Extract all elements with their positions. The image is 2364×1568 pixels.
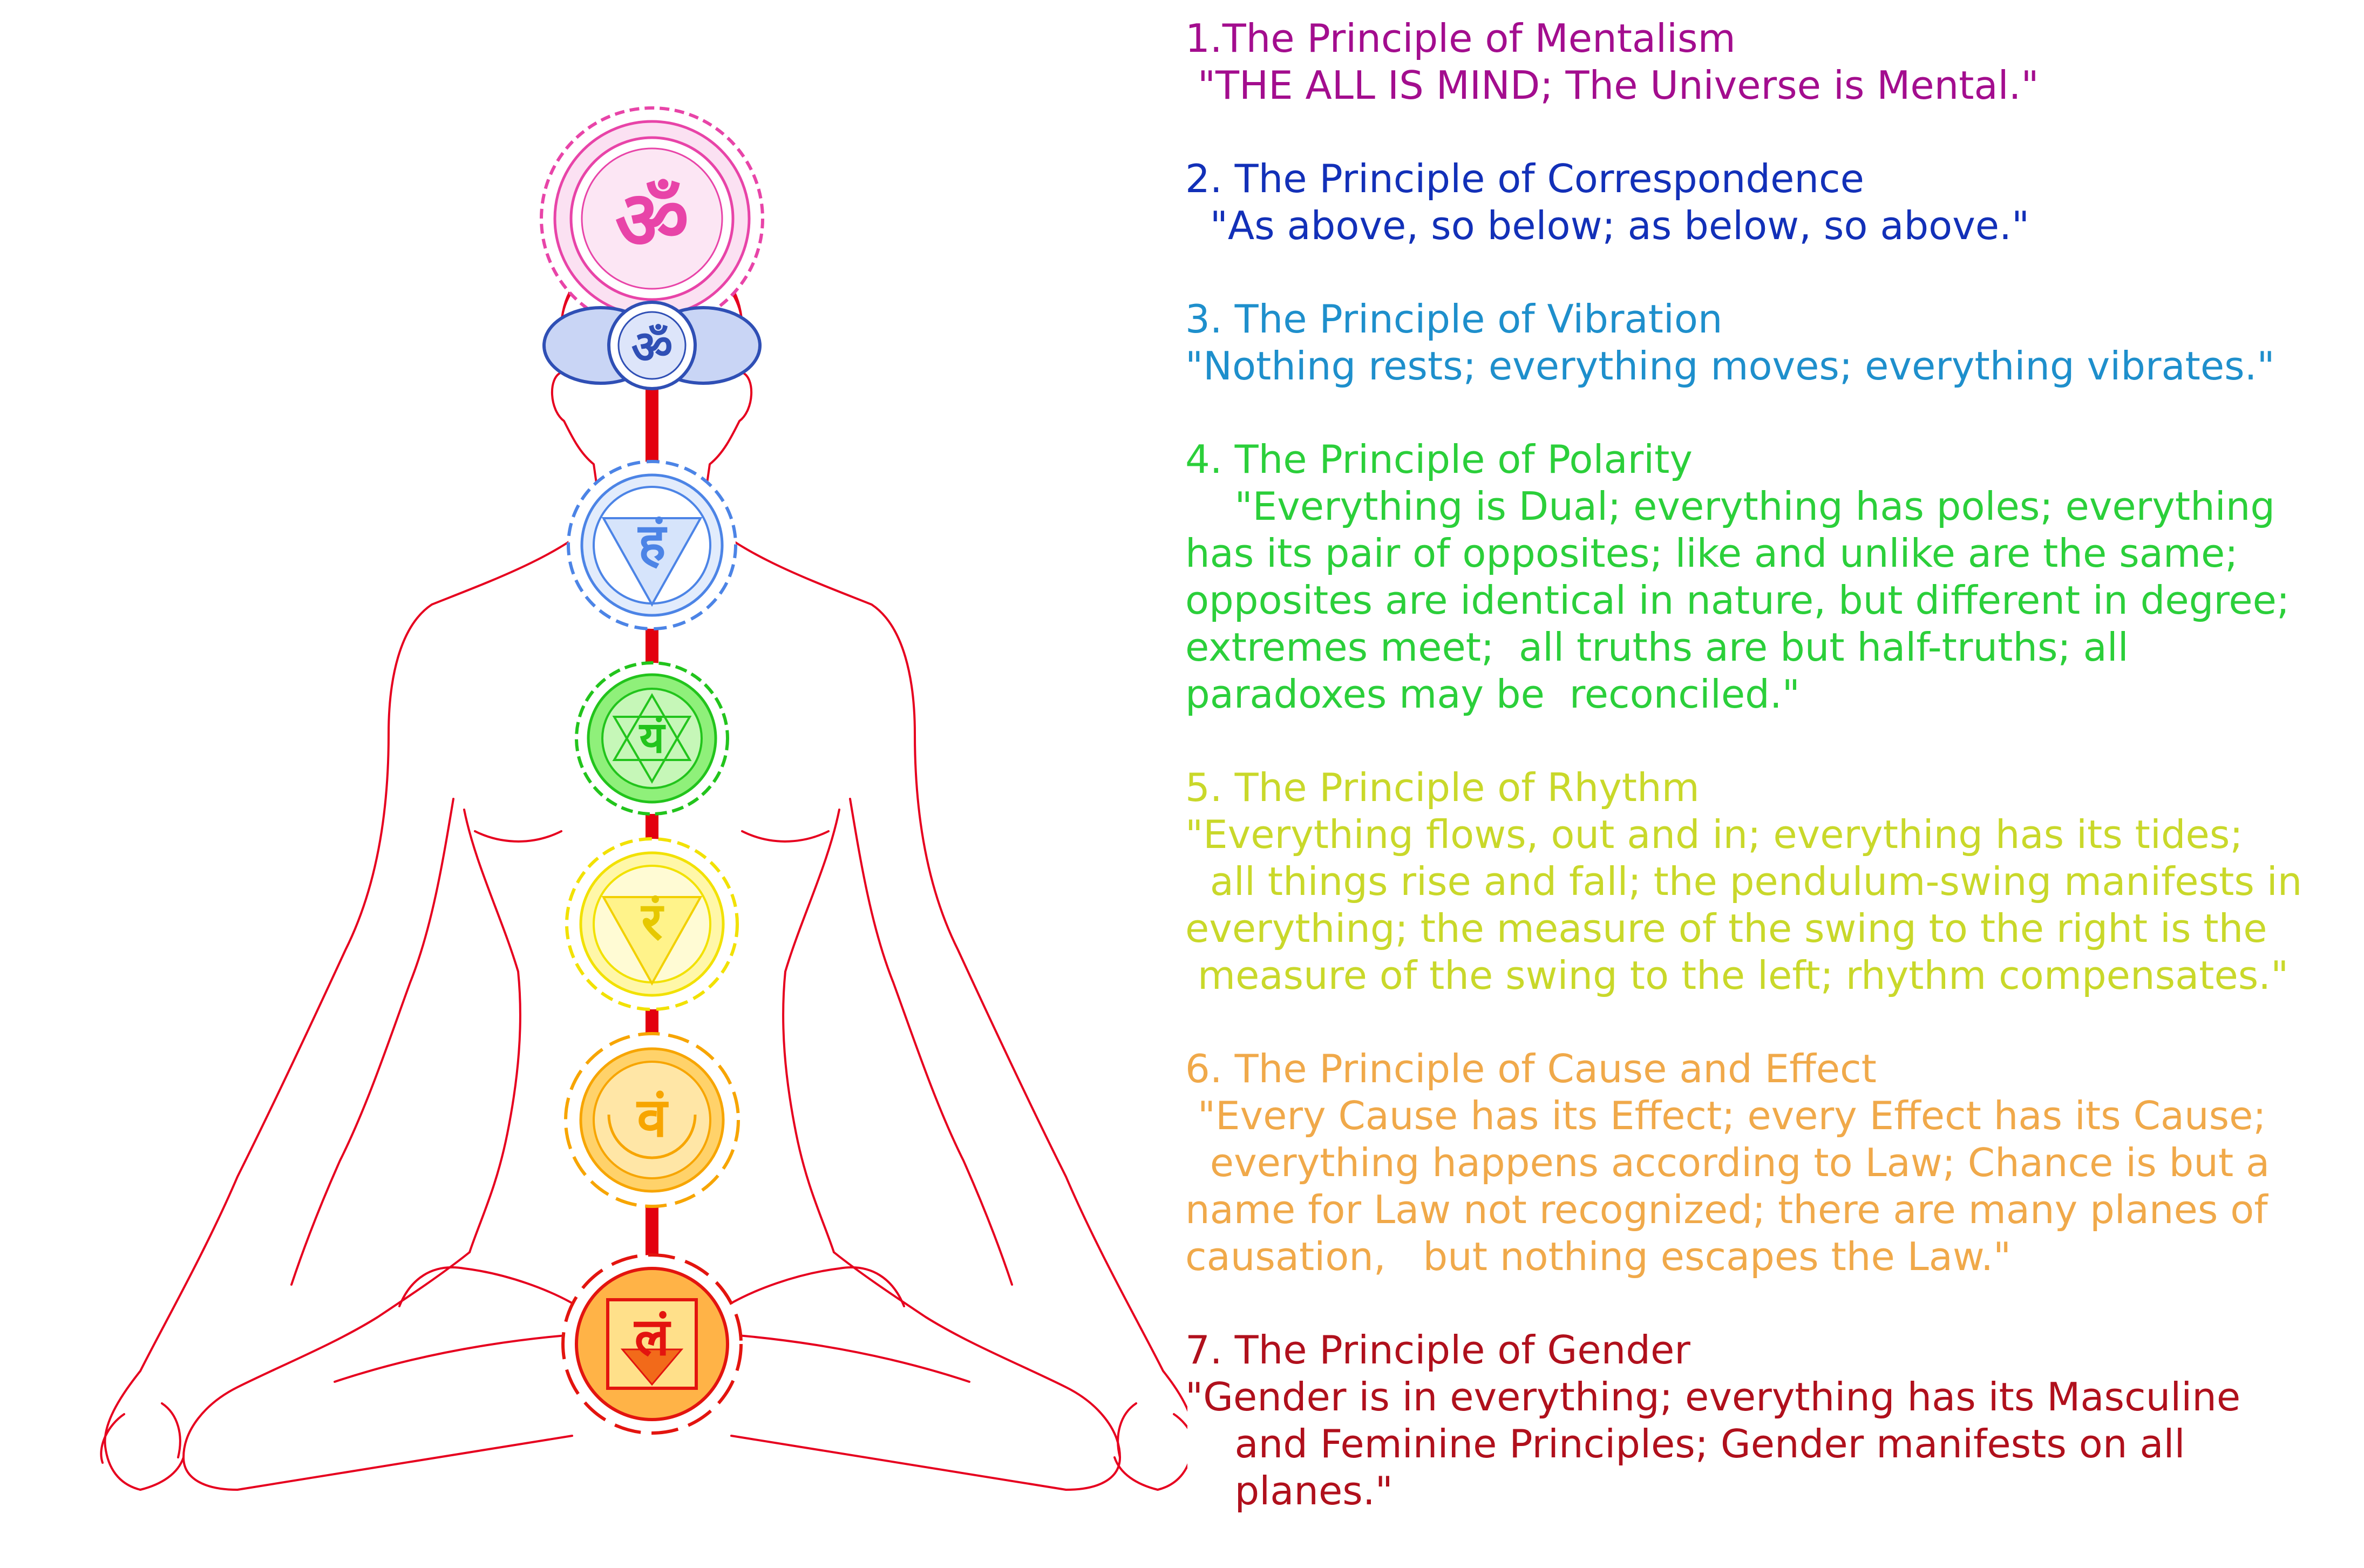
principle-quote-line: "THE ALL IS MIND; The Universe is Mental… — [1185, 63, 2039, 108]
meditating-body-illustration: ॐ ॐ हं यं — [100, 106, 1187, 1491]
lam-glyph: लं — [633, 1306, 671, 1367]
left-torso-side — [463, 809, 521, 1253]
left-leg — [182, 1251, 573, 1491]
principle-quote-line: name for Law not recognized; there are m… — [1185, 1187, 2268, 1232]
throat-chakra-icon: हं — [567, 460, 737, 630]
third-eye-chakra-icon: ॐ — [542, 301, 762, 390]
left-inner-arm — [290, 798, 454, 1286]
solar-plexus-chakra-icon: रं — [565, 837, 739, 1011]
principle-quote-line: planes." — [1185, 1468, 1393, 1513]
principle-mentalism: 1.The Principle of Mentalism "THE ALL IS… — [1185, 15, 2351, 109]
principle-gender: 7. The Principle of Gender"Gender is in … — [1185, 1327, 2351, 1515]
right-leg — [730, 1251, 1121, 1491]
left-foot — [398, 1266, 579, 1307]
chest-left — [474, 830, 562, 843]
principle-quote-line: "Every Cause has its Effect; every Effec… — [1185, 1093, 2266, 1138]
principle-vibration: 3. The Principle of Vibration"Nothing re… — [1185, 296, 2351, 390]
body-outline — [100, 252, 1187, 1491]
principle-quote-line: "Gender is in everything; everything has… — [1185, 1374, 2241, 1420]
chakra-figure: ॐ ॐ हं यं — [100, 106, 1187, 1491]
principle-quote-line: "Nothing rests; everything moves; everyt… — [1185, 343, 2275, 389]
sacral-chakra-icon: वं — [564, 1032, 740, 1208]
hermetic-principles-list: 1.The Principle of Mentalism "THE ALL IS… — [1185, 15, 2351, 1561]
principle-title: 7. The Principle of Gender — [1185, 1327, 1690, 1373]
principle-title: 5. The Principle of Rhythm — [1185, 765, 1700, 810]
principle-title: 2. The Principle of Correspondence — [1185, 156, 1864, 201]
principle-rhythm: 5. The Principle of Rhythm"Everything fl… — [1185, 764, 2351, 999]
crown-chakra-icon: ॐ — [540, 106, 764, 331]
ham-glyph: हं — [637, 512, 668, 573]
principle-quote-line: measure of the swing to the left; rhythm… — [1185, 953, 2289, 998]
principle-title: 6. The Principle of Cause and Effect — [1185, 1046, 1877, 1091]
principle-title: 1.The Principle of Mentalism — [1185, 16, 1736, 61]
vam-glyph: वं — [636, 1085, 669, 1149]
principle-polarity: 4. The Principle of Polarity "Everything… — [1185, 436, 2351, 718]
principle-quote-line: has its pair of opposites; like and unli… — [1185, 531, 2238, 576]
principle-cause_effect: 6. The Principle of Cause and Effect "Ev… — [1185, 1046, 2351, 1280]
left-shoulder-arm — [104, 517, 600, 1448]
principle-quote-line: all things rise and fall; the pendulum-s… — [1185, 859, 2302, 904]
right-shoulder-arm — [703, 517, 1187, 1413]
right-foot — [725, 1266, 905, 1307]
principle-quote-line: and Feminine Principles; Gender manifest… — [1185, 1421, 2185, 1467]
principle-quote-line: everything; the measure of the swing to … — [1185, 906, 2267, 951]
chest-right — [741, 830, 830, 843]
right-inner-arm — [849, 798, 1013, 1286]
principle-quote-line: opposites are identical in nature, but d… — [1185, 578, 2290, 623]
ram-glyph: रं — [640, 891, 664, 952]
right-hand — [1113, 1402, 1187, 1491]
right-torso-side — [782, 809, 840, 1253]
principle-title: 3. The Principle of Vibration — [1185, 296, 1723, 342]
om-glyph: ॐ — [615, 173, 689, 268]
principle-correspondence: 2. The Principle of Correspondence "As a… — [1185, 155, 2351, 249]
principle-quote-line: "Everything is Dual; everything has pole… — [1185, 484, 2275, 529]
principle-title: 4. The Principle of Polarity — [1185, 437, 1693, 482]
heart-chakra-icon: यं — [575, 661, 729, 816]
left-hand — [100, 1402, 185, 1491]
root-chakra-icon: लं — [561, 1253, 743, 1435]
om-small-glyph: ॐ — [631, 320, 673, 374]
principle-quote-line: extremes meet; all truths are but half-t… — [1185, 625, 2129, 670]
principle-quote-line: "Everything flows, out and in; everythin… — [1185, 812, 2243, 857]
principle-quote-line: causation, but nothing escapes the Law." — [1185, 1234, 2012, 1279]
yam-glyph: यं — [638, 712, 666, 763]
principle-quote-line: "As above, so below; as below, so above.… — [1185, 203, 2030, 248]
principle-quote-line: paradoxes may be reconciled." — [1185, 671, 1800, 717]
principle-quote-line: everything happens according to Law; Cha… — [1185, 1140, 2270, 1185]
